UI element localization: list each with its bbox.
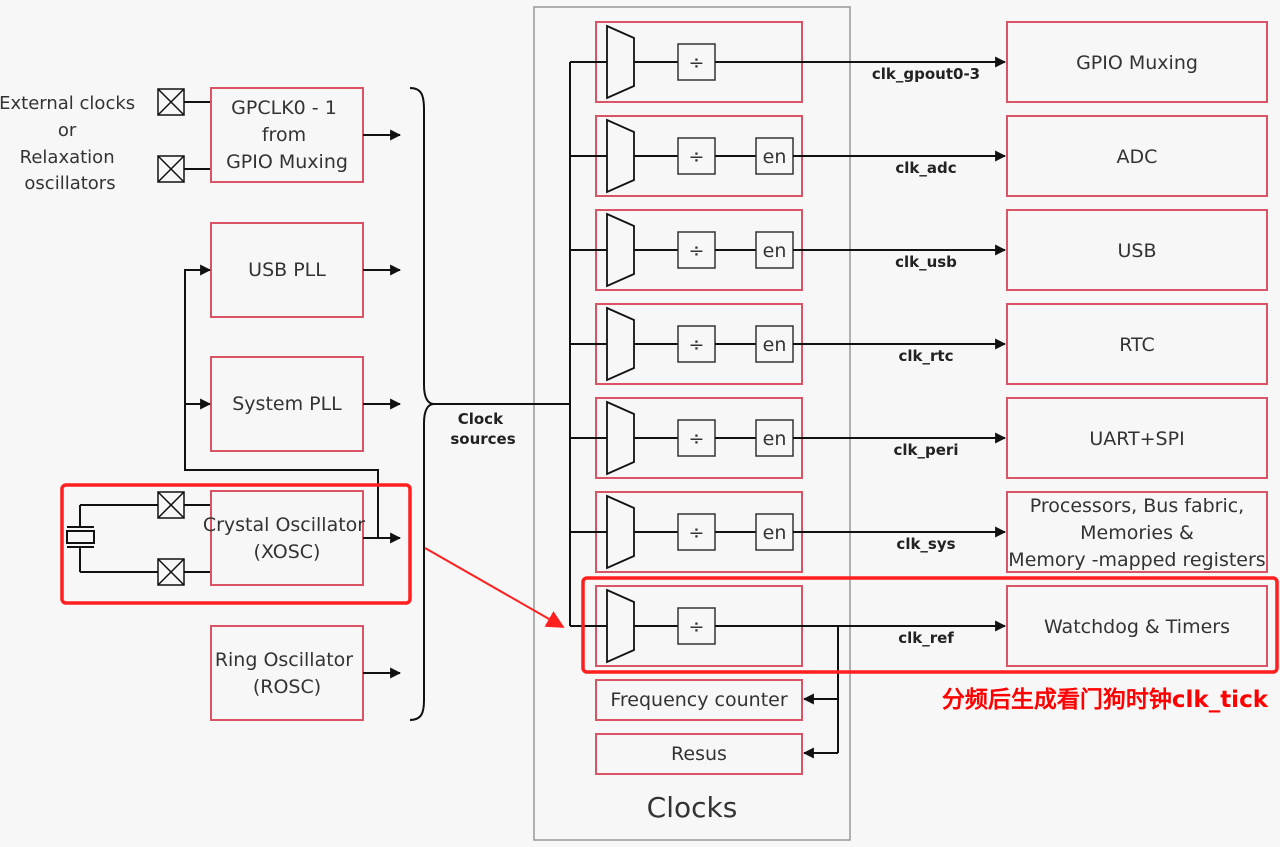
- clock-sources-label: Clock sources: [450, 410, 515, 448]
- clock-rows: ÷ clk_gpout0-3 GPIO Muxing ÷ en clk_adc ADC ÷ en…: [570, 21, 1268, 667]
- clock-row-clk-rtc: ÷ en clk_rtc RTC: [570, 303, 1268, 385]
- gpin1-pad-icon: [157, 155, 185, 183]
- crystal-icon: [66, 505, 95, 572]
- svg-text:Frequency counter: Frequency counter: [610, 689, 787, 711]
- svg-text:Watchdog & Timers: Watchdog & Timers: [1044, 616, 1230, 638]
- svg-text:ADC: ADC: [1117, 146, 1158, 168]
- mux-icon: [606, 588, 635, 664]
- svg-text:Processors, Bus fabric,Memorie: Processors, Bus fabric,Memories &Memory …: [1008, 495, 1265, 571]
- clock-row-clk-usb: ÷ en clk_usb USB: [570, 209, 1268, 291]
- watchdog-clock-annotation: 分频后生成看门狗时钟clk_tick: [942, 686, 1269, 713]
- enable-gate: [755, 513, 794, 551]
- svg-text:Crystal Oscillator (XOSC: Crystal Oscillator (XOSC): [203, 514, 371, 563]
- source-block-usb-pll: USB PLL: [210, 222, 364, 318]
- enable-gate: [755, 137, 794, 175]
- divider-icon: [677, 137, 716, 175]
- mux-icon: [606, 400, 635, 476]
- svg-text:System PLL: System PLL: [232, 393, 342, 415]
- clocks-title: Clocks: [647, 791, 738, 824]
- source-block-system-pll: System PLL: [210, 356, 364, 452]
- svg-text:USB PLL: USB PLL: [248, 259, 326, 281]
- clocks-block: [533, 6, 851, 841]
- signal-label-clk-gpout0-3: clk_gpout0-3: [872, 65, 980, 83]
- svg-text:RTC: RTC: [1119, 334, 1155, 356]
- source-block-gpclk: GPCLK0 - 1 from GPIO Muxing: [210, 87, 364, 183]
- divider-icon: [677, 231, 716, 269]
- divider-symbol: ÷: [689, 616, 705, 638]
- enable-label: en: [763, 522, 787, 544]
- divider-symbol: ÷: [689, 334, 705, 356]
- clock-row-clk-adc: ÷ en clk_adc ADC: [570, 115, 1268, 197]
- destination-block-clk-usb: USB: [1006, 209, 1268, 291]
- enable-label: en: [763, 428, 787, 450]
- clock-row-clk-gpout0-3: ÷ clk_gpout0-3 GPIO Muxing: [570, 21, 1268, 103]
- destination-block-clk-gpout0-3: GPIO Muxing: [1006, 21, 1268, 103]
- xosc-highlight: [60, 483, 412, 605]
- mux-icon: [606, 306, 635, 382]
- clock-row-clk-peri: ÷ en clk_peri UART+SPI: [570, 397, 1268, 479]
- signal-label-clk-ref: clk_ref: [898, 629, 954, 647]
- mux-icon: [606, 494, 635, 570]
- divider-symbol: ÷: [689, 522, 705, 544]
- mux-icon: [606, 212, 635, 288]
- gpin0-pad-icon: [157, 88, 185, 116]
- mux-icon: [606, 24, 635, 100]
- source-block-rosc: Ring Oscillator (ROSC): [210, 625, 364, 721]
- destination-block-clk-adc: ADC: [1006, 115, 1268, 197]
- svg-text:USB: USB: [1117, 240, 1156, 262]
- svg-text:Resus: Resus: [671, 743, 727, 765]
- divider-symbol: ÷: [689, 240, 705, 262]
- clk-ref-highlight: [581, 576, 1279, 674]
- divider-icon: [677, 419, 716, 457]
- enable-gate: [755, 419, 794, 457]
- clock-row-clk-ref: ÷ clk_ref Watchdog & Timers: [570, 585, 1268, 667]
- svg-text:GPIO Muxing: GPIO Muxing: [1076, 52, 1198, 74]
- signal-label-clk-sys: clk_sys: [896, 535, 955, 553]
- resus-block: Resus: [595, 733, 803, 775]
- signal-label-clk-peri: clk_peri: [894, 441, 959, 459]
- divider-symbol: ÷: [689, 52, 705, 74]
- divider-icon: [677, 325, 716, 363]
- divider-icon: [677, 607, 716, 645]
- destination-block-clk-rtc: RTC: [1006, 303, 1268, 385]
- destination-block-clk-sys: Processors, Bus fabric,Memories &Memory …: [1006, 491, 1268, 573]
- clock-row-clk-sys: ÷ en clk_sys Processors, Bus fabric,Memorie…: [570, 491, 1268, 573]
- signal-label-clk-rtc: clk_rtc: [899, 347, 954, 365]
- xout-pad-icon: [157, 558, 185, 586]
- enable-label: en: [763, 334, 787, 356]
- enable-gate: [755, 325, 794, 363]
- svg-text:GPCLK0 - 1 from GP: GPCLK0 - 1 from GPIO Muxing: [226, 97, 348, 173]
- enable-label: en: [763, 240, 787, 262]
- mux-icon: [606, 118, 635, 194]
- frequency-counter-block: Frequency counter: [595, 679, 803, 721]
- divider-symbol: ÷: [689, 146, 705, 168]
- destination-block-clk-ref: Watchdog & Timers: [1006, 585, 1268, 667]
- source-block-xosc: Crystal Oscillator (XOSC): [203, 490, 371, 586]
- signal-label-clk-adc: clk_adc: [895, 159, 956, 177]
- signal-label-clk-usb: clk_usb: [895, 253, 957, 271]
- svg-text:Ring Oscillator (ROSC): Ring Oscillator (ROSC): [215, 649, 359, 698]
- clock-sources-brace: [409, 87, 435, 721]
- destination-block-clk-peri: UART+SPI: [1006, 397, 1268, 479]
- svg-text:UART+SPI: UART+SPI: [1089, 428, 1184, 450]
- external-clocks-label: External clocks or Relaxation oscillator…: [0, 93, 141, 194]
- divider-symbol: ÷: [689, 428, 705, 450]
- enable-label: en: [763, 146, 787, 168]
- highlight-arrow: [424, 547, 565, 628]
- xin-pad-icon: [157, 491, 185, 519]
